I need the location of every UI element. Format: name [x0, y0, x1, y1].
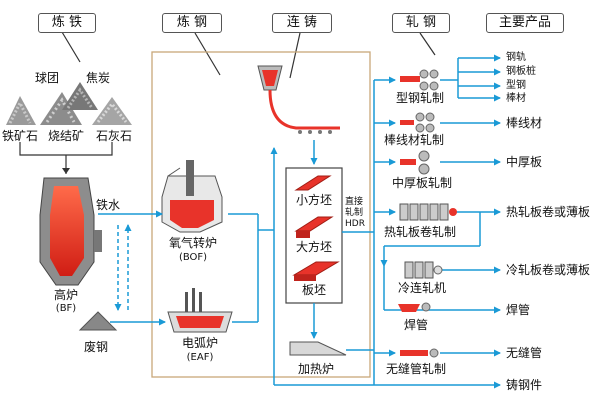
label-reheat-furnace: 加热炉 — [297, 362, 335, 376]
label-converter: 氧气转炉 — [168, 236, 218, 250]
label-hot-strip-mill: 热轧板卷轧制 — [384, 225, 457, 239]
header-ironmaking: 炼 铁 — [38, 13, 96, 33]
product-welded-pipe: 焊管 — [506, 303, 531, 317]
mill-icons — [398, 69, 457, 358]
label-iron-ore: 铁矿石 — [2, 129, 39, 143]
continuous-caster — [257, 65, 340, 134]
product-section-steel: 型钢 — [506, 80, 526, 91]
label-eaf: 电弧炉 — [181, 336, 219, 350]
header-pointers — [61, 31, 436, 79]
header-steelmaking: 炼 钢 — [162, 13, 222, 33]
header-rolling: 轧 钢 — [392, 13, 450, 33]
label-converter-abbr: (BOF) — [178, 252, 208, 263]
label-coke: 焦炭 — [86, 71, 111, 85]
label-sinter: 烧结矿 — [48, 129, 85, 143]
electric-arc-furnace — [167, 288, 233, 333]
label-small-billet: 小方坯 — [295, 193, 333, 207]
label-hdr-line1: 直接 — [345, 197, 364, 207]
label-scrap: 废钢 — [84, 340, 109, 354]
product-rail: 钢轨 — [506, 52, 526, 63]
label-slab: 板坯 — [301, 283, 327, 297]
raw-material-piles — [6, 82, 132, 125]
header-casting: 连 铸 — [272, 13, 332, 33]
label-bar-wire-mill: 棒线材轧制 — [384, 133, 445, 147]
product-seamless-pipe: 无缝管 — [506, 346, 543, 360]
label-welded-pipe-mill: 焊管 — [404, 318, 429, 332]
product-plate: 中厚板 — [506, 155, 543, 169]
product-castings: 铸钢件 — [506, 378, 543, 392]
label-section-mill: 型钢轧制 — [396, 91, 445, 105]
product-hot-coil: 热轧板卷或薄板 — [506, 205, 591, 219]
product-bar-wire: 棒线材 — [506, 116, 543, 130]
label-seamless-mill: 无缝管轧制 — [386, 362, 447, 376]
label-large-billet: 大方坯 — [295, 240, 333, 254]
header-products: 主要产品 — [486, 13, 564, 33]
product-bar: 棒材 — [506, 93, 526, 104]
flow-lines — [98, 54, 501, 389]
bof-converter — [161, 160, 223, 233]
reheat-furnace-shape — [289, 341, 347, 356]
product-cold-coil: 冷轧板卷或薄板 — [506, 263, 591, 277]
scrap-pile — [78, 311, 118, 331]
label-limestone: 石灰石 — [96, 129, 133, 143]
product-sheet-pile: 钢板桩 — [506, 66, 536, 77]
label-pellets: 球团 — [35, 71, 60, 85]
label-hdr-line2: 轧制 — [345, 208, 364, 218]
label-blast-furnace-abbr: (BF) — [55, 303, 77, 314]
small-billet-shape — [294, 175, 332, 191]
label-hdr-abbr: HDR — [345, 219, 365, 229]
label-plate-mill: 中厚板轧制 — [392, 176, 453, 190]
label-hot-metal: 铁水 — [96, 198, 121, 212]
label-blast-furnace: 高炉 — [53, 288, 79, 302]
blast-furnace — [39, 177, 102, 286]
label-cold-tandem-mill: 冷连轧机 — [398, 281, 447, 295]
label-eaf-abbr: (EAF) — [186, 352, 214, 363]
